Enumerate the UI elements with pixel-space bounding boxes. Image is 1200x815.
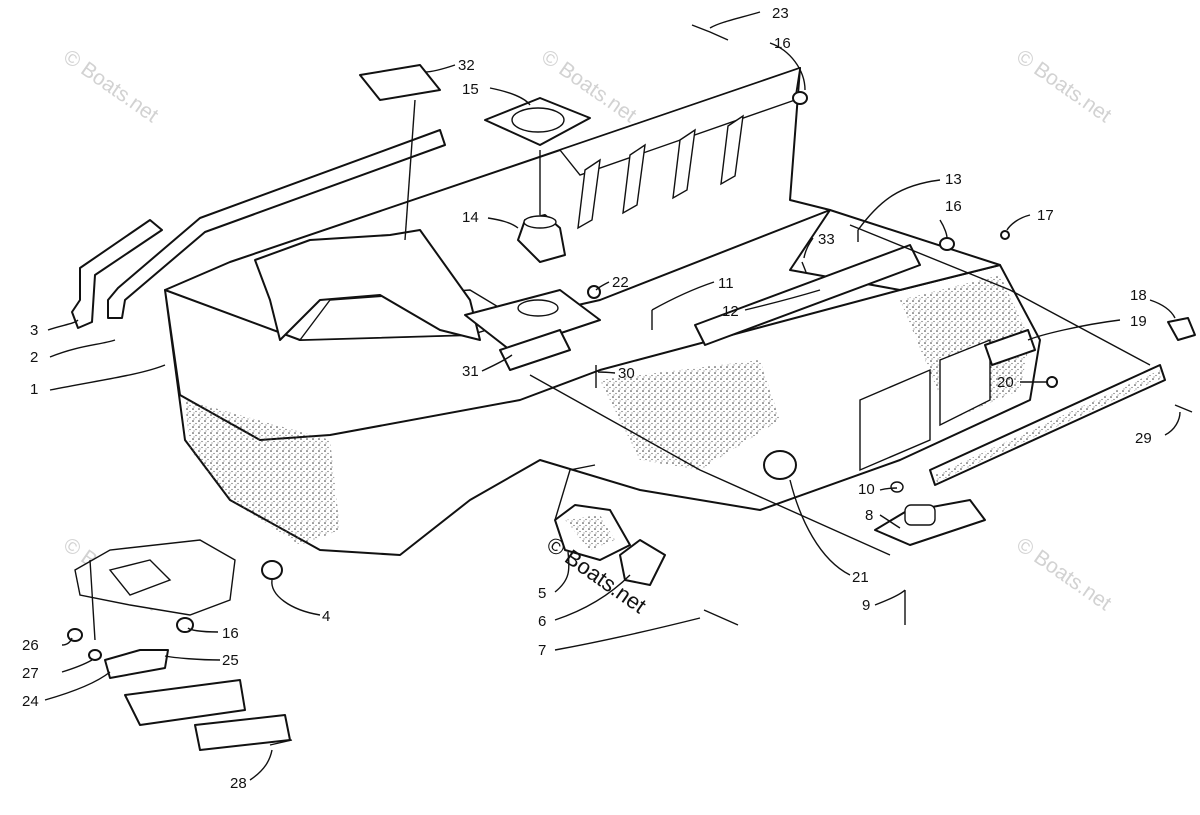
callout-26: 26 <box>22 637 39 654</box>
callout-5: 5 <box>538 585 546 602</box>
callout-20: 20 <box>997 374 1014 391</box>
callout-16c: 16 <box>222 625 239 642</box>
callout-labels: 1 2 3 4 5 6 7 8 9 10 11 12 13 14 15 16 1… <box>22 5 1152 792</box>
latch-assembly <box>874 481 986 546</box>
decal-plate <box>359 64 441 101</box>
clip <box>1167 317 1196 341</box>
callout-23: 23 <box>772 5 789 22</box>
grommet <box>763 450 797 480</box>
callout-13: 13 <box>945 171 962 188</box>
mounting-plate <box>464 289 601 351</box>
callout-12: 12 <box>722 303 739 320</box>
callout-19: 19 <box>1130 313 1147 330</box>
fasteners <box>269 24 1193 746</box>
callout-7: 7 <box>538 642 546 659</box>
watermark: © Boats.net <box>1012 45 1115 127</box>
callout-3: 3 <box>30 322 38 339</box>
hinge-assembly <box>67 539 291 751</box>
callout-17: 17 <box>1037 207 1054 224</box>
light-housing <box>554 504 666 586</box>
callout-15: 15 <box>462 81 479 98</box>
hood-body <box>164 66 1041 556</box>
callout-31: 31 <box>462 363 479 380</box>
callout-27: 27 <box>22 665 39 682</box>
callout-4: 4 <box>322 608 330 625</box>
watermark: © Boats.net <box>59 45 162 127</box>
callout-24: 24 <box>22 693 39 710</box>
callout-8: 8 <box>865 507 873 524</box>
boot <box>517 214 566 263</box>
callout-18: 18 <box>1130 287 1147 304</box>
callout-22: 22 <box>612 274 629 291</box>
inner-shield <box>254 229 481 341</box>
reinforcement-strip <box>694 244 921 346</box>
callout-21: 21 <box>852 569 869 586</box>
callout-14: 14 <box>462 209 479 226</box>
callout-9: 9 <box>862 597 870 614</box>
callout-6: 6 <box>538 613 546 630</box>
callout-29: 29 <box>1135 430 1152 447</box>
callout-1: 1 <box>30 381 38 398</box>
bracket <box>499 329 571 371</box>
callout-32: 32 <box>458 57 475 74</box>
watermark: © Boats.net <box>1012 533 1115 615</box>
callout-2: 2 <box>30 349 38 366</box>
callout-33: 33 <box>818 231 835 248</box>
callout-10: 10 <box>858 481 875 498</box>
leader-lines <box>44 11 1181 781</box>
latch-plate <box>984 329 1036 366</box>
callout-11: 11 <box>718 275 734 292</box>
callout-30: 30 <box>618 365 635 382</box>
callout-16b: 16 <box>945 198 962 215</box>
callout-25: 25 <box>222 652 239 669</box>
bumper <box>261 560 283 580</box>
callout-28: 28 <box>230 775 247 792</box>
callout-16a: 16 <box>774 35 791 52</box>
